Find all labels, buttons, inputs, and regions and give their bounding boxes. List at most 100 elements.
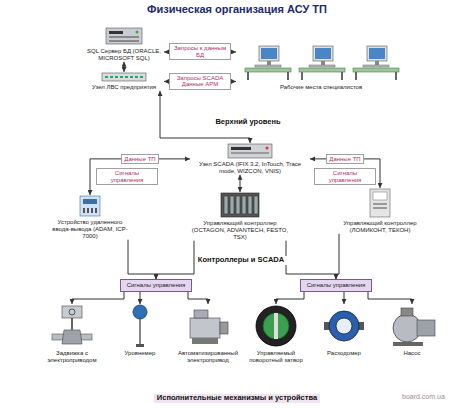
icon-part [355,72,357,80]
icon-part [83,199,97,204]
icon-part [299,68,345,72]
node-caption: SQL Сервер БД (ORACLE, MICROSOFT SQL) [84,48,164,62]
device-node: SQL Сервер БД (ORACLE, MICROSOFT SQL) [84,26,164,62]
layer-heading: Контроллеры и SCADA [195,256,287,265]
layer-heading: Верхний уровень [212,118,283,127]
icon-part [136,31,139,34]
signal-label: Сигналы управления [314,168,376,185]
icon-part [136,344,144,347]
icon-part [192,338,218,344]
device-icon [128,304,152,348]
icon-part [373,207,387,209]
icon-part [231,152,269,154]
icon-part [263,313,289,339]
layer-band: Контроллеры и SCADA Узел SCADA (IFIX 3.2,… [18,138,464,270]
node-caption: Устройство удаленного ввода-вывода (ADAM… [48,219,132,240]
device-node: Узел SCADA (IFIX 3.2, InTouch, Trace mod… [190,143,310,175]
icon-part [329,311,359,341]
icon-part [62,306,82,318]
icon-part [110,76,113,78]
device-node: Расходомер [312,304,376,357]
device-icon [322,304,366,348]
node-caption: Насос [403,350,420,357]
signal-label: Сигналы управления [96,168,158,185]
connector-arrow [286,241,336,279]
watermark: board.com.ua [402,393,445,400]
connector-arrow [124,62,125,72]
device-icon [186,304,230,348]
icon-part [224,196,228,214]
icon-part [109,36,139,38]
icon-part [274,313,278,339]
icon-part [194,310,208,318]
icon-part [220,322,228,334]
node-caption: Расходомер [327,350,361,357]
icon-part [336,318,352,334]
device-node: Управляющий контроллер (ЛОМИКОНТ, ТЕКОН) [335,188,425,234]
device-icon [220,192,260,218]
node-caption: Управляющий контроллер (ЛОМИКОНТ, ТЕКОН) [335,220,425,234]
node-caption: Узел ЛВС предприятия [92,84,156,91]
icon-part [231,147,251,150]
device-node: Уровнемер [108,304,172,357]
icon-part [71,318,73,330]
icon-part [140,76,143,78]
icon-part [125,76,128,78]
node-caption: Управляемый поворотный затвор [244,350,308,364]
connector-arrow [336,234,339,279]
icon-part [266,147,269,150]
icon-part [259,46,279,61]
connector-group [72,52,412,304]
edge-label: Данные ТП [326,154,363,165]
icon-part [367,46,387,61]
icon-part [91,208,93,213]
icon-part [135,76,138,78]
icon-part [221,193,259,217]
connector-arrow [140,292,141,304]
icon-part [69,309,75,315]
icon-part [245,68,291,72]
connector-arrow [368,292,412,304]
signal-box: Сигналы управления [120,279,192,292]
connector-arrow [72,292,124,304]
device-icon [77,195,103,217]
icon-part [393,342,423,346]
edge-label: Запросы к данным БД [169,43,231,60]
device-node: Узел ЛВС предприятия [84,72,164,91]
icon-part [102,73,146,81]
icon-part [139,318,141,345]
icon-part [109,40,139,42]
icon-part [228,144,272,158]
device-node: Устройство удаленного ввода-вывода (ADAM… [48,195,132,240]
icon-part [309,65,335,67]
icon-part [417,320,435,336]
connector-arrow [90,159,190,195]
icon-part [62,330,82,344]
device-icon [227,143,273,159]
icon-part [106,28,142,44]
icon-part [373,192,387,200]
icon-part [230,196,234,214]
icon-part [395,72,397,80]
icon-part [353,68,399,72]
icon-part [80,196,100,216]
device-node: Автоматизированный электропривод [176,304,240,364]
connector-arrow [128,240,156,279]
signal-box: Сигналы управления [300,279,372,292]
node-caption: Управляющий контроллер (OCTAGON, ADVANTE… [190,220,290,241]
device-node: Рабочие места специалистов [236,42,406,91]
node-caption: Задвижка с электроприводом [40,350,104,364]
connector-arrow [276,292,304,304]
icon-part [83,208,85,213]
node-caption: Рабочие места специалистов [280,84,362,91]
node-caption: Сигналы управления [307,282,366,289]
connector-arrow [156,241,194,279]
layer-band: Верхний уровень SQL Сервер БД (ORACLE, MI… [28,20,468,132]
icon-part [341,72,343,80]
icon-part [261,48,277,59]
icon-part [370,189,390,217]
icon-part [363,65,389,67]
icon-part [242,196,246,214]
layer-heading: Исполнительные механизмы и устройства [154,394,320,403]
